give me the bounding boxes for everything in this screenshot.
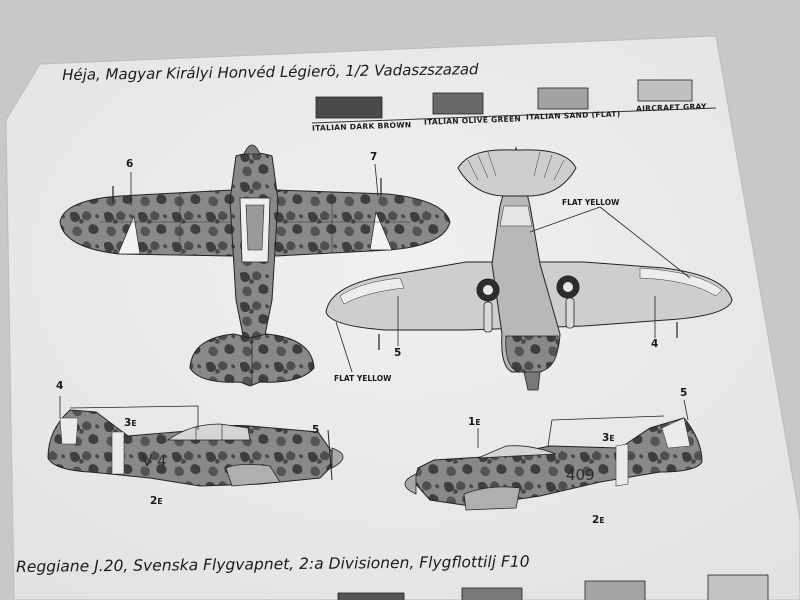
callout-left-2: 2E <box>150 495 163 507</box>
bottom-swatch-4 <box>707 574 769 600</box>
callout-under-4: 4 <box>651 338 659 350</box>
right-profile-fuselage <box>413 417 703 507</box>
callout-flat-yellow-lower: Flat Yellow <box>334 374 392 383</box>
bottom-swatch-3 <box>584 580 646 600</box>
underside-view-aircraft <box>325 146 733 391</box>
swatch-dark-brown <box>315 96 383 119</box>
callout-under-5: 5 <box>394 347 402 359</box>
callout-right-3: 3E <box>602 432 615 444</box>
leader-lines <box>59 163 691 448</box>
callout-top-7: 7 <box>370 151 378 163</box>
swatch-olive-green <box>432 92 484 115</box>
profile-guide-lines <box>69 405 665 447</box>
callout-right-5: 5 <box>680 387 688 399</box>
header-rule <box>311 107 717 124</box>
swatch-sand <box>537 87 589 110</box>
callout-left-5: 5 <box>312 424 320 436</box>
bottom-swatch-2 <box>461 587 523 600</box>
aircraft-code-right: 409 <box>566 466 595 484</box>
right-side-profile <box>404 417 703 511</box>
top-view-aircraft <box>59 144 451 387</box>
swatch-aircraft-gray <box>637 79 693 102</box>
callout-left-3: 3E <box>124 417 137 429</box>
left-side-profile <box>47 409 344 487</box>
underside-tailplane <box>457 149 577 197</box>
bottom-swatch-1 <box>337 592 405 600</box>
callout-left-4: 4 <box>56 380 64 392</box>
aircraft-code-left: V 4 <box>142 452 167 470</box>
callout-flat-yellow-upper: Flat Yellow <box>562 198 620 207</box>
callout-right-2: 2E <box>592 514 605 526</box>
callout-right-1: 1E <box>468 416 481 428</box>
callout-top-6: 6 <box>126 158 134 170</box>
